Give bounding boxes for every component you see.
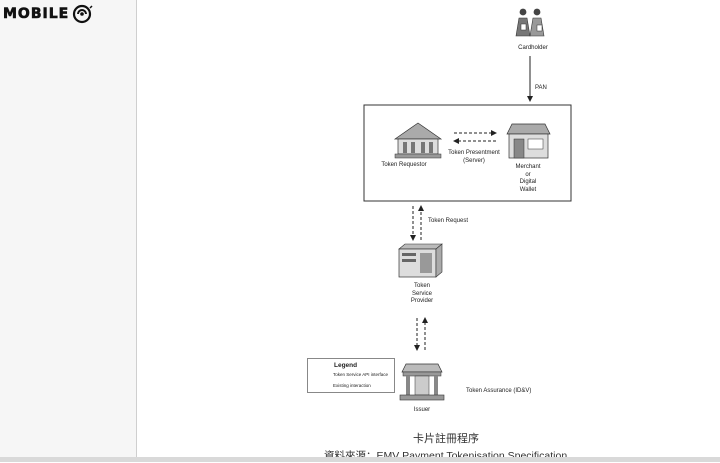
legend-box bbox=[307, 358, 395, 393]
tsp-label: Token Service Provider bbox=[410, 283, 434, 304]
issuer-label: Issuer bbox=[413, 407, 431, 413]
legend-api-label: Token Service API interface bbox=[333, 372, 389, 377]
mobile01-swirl-logo-icon bbox=[73, 4, 93, 24]
token-service-provider-server-icon bbox=[398, 243, 443, 278]
issuer-building-icon bbox=[399, 363, 445, 401]
merchant-label: Merchant or Digital Wallet bbox=[515, 164, 541, 193]
token-requestor-building-icon bbox=[393, 122, 443, 159]
horizontal-scrollbar[interactable] bbox=[0, 457, 720, 462]
token-requestor-label: Token Requestor bbox=[381, 162, 427, 168]
logo-text: MOBILE bbox=[3, 6, 70, 23]
site-logo[interactable]: MOBILE bbox=[3, 4, 93, 24]
token-request-label: Token Request bbox=[428, 218, 469, 224]
legend-existing-label: Existing interaction bbox=[333, 383, 371, 388]
legend-title: Legend bbox=[334, 362, 358, 369]
token-requestor-merchant-box bbox=[363, 104, 572, 202]
figure-caption: 卡片註冊程序 bbox=[413, 432, 479, 445]
pan-label: PAN bbox=[535, 85, 547, 91]
token-assurance-label: Token Assurance (ID&V) bbox=[466, 388, 532, 394]
cardholder-label: Cardholder bbox=[518, 45, 548, 51]
left-panel: MOBILE bbox=[0, 0, 137, 462]
merchant-store-icon bbox=[506, 123, 551, 159]
token-presentment-label: Token Presentment (Server) bbox=[448, 150, 500, 164]
cardholder-icon bbox=[515, 8, 545, 37]
